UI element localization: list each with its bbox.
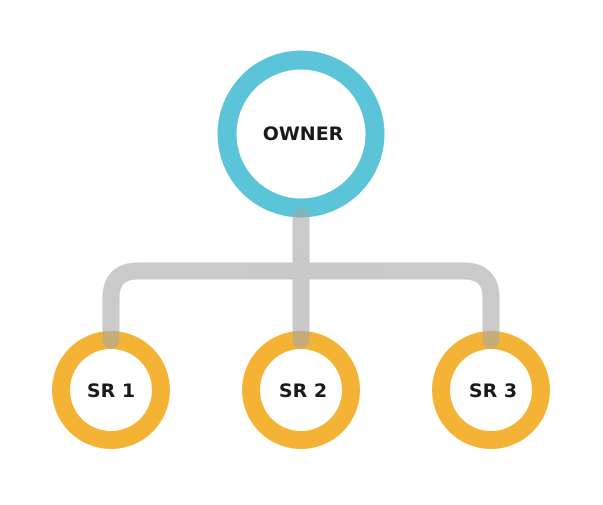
connector-lines — [102, 208, 500, 349]
sr1-label: SR 1 — [87, 380, 135, 402]
sr2-label: SR 2 — [279, 380, 327, 402]
connector-horizontal — [102, 262, 500, 349]
owner-label: OWNER — [263, 123, 344, 145]
sr3-label: SR 3 — [469, 380, 517, 402]
owner-node-ring — [217, 50, 385, 218]
